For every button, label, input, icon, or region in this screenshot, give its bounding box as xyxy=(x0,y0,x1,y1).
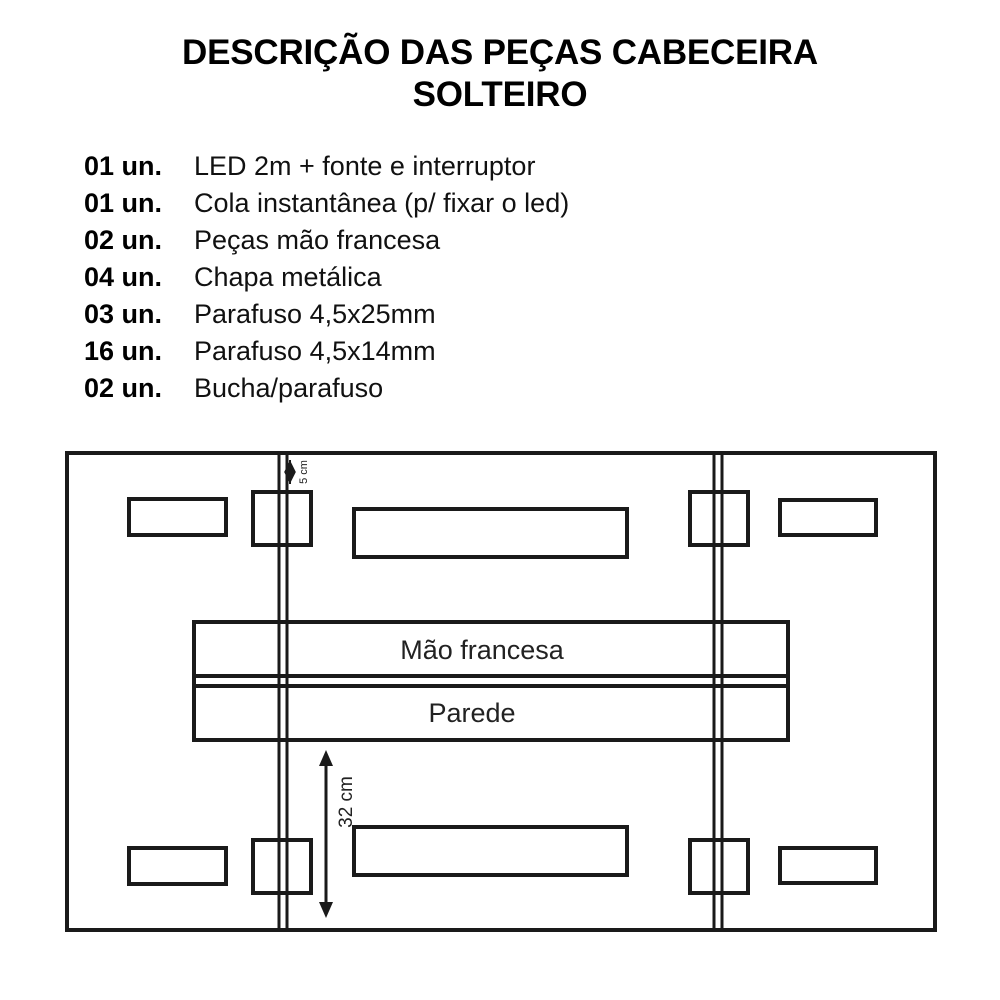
dimension-label-5cm: 5 cm xyxy=(298,460,310,484)
part-quantity: 02 un. xyxy=(84,225,163,255)
list-item: 02 un. Peças mão francesa xyxy=(84,222,904,259)
metal-plate-bottom-right xyxy=(778,846,878,885)
part-description: Parafuso 4,5x25mm xyxy=(194,299,436,329)
part-quantity: 02 un. xyxy=(84,373,163,403)
part-quantity: 01 un. xyxy=(84,188,163,218)
dimension-label-32cm: 32 cm xyxy=(336,776,357,828)
part-quantity: 16 un. xyxy=(84,336,163,366)
part-quantity: 04 un. xyxy=(84,262,163,292)
part-description: Chapa metálica xyxy=(194,262,382,292)
label-parede: Parede xyxy=(428,698,515,728)
page-title-line-1: DESCRIÇÃO DAS PEÇAS CABECEIRA xyxy=(182,33,818,72)
list-item: 04 un. Chapa metálica xyxy=(84,259,904,296)
list-item: 01 un. Cola instantânea (p/ fixar o led) xyxy=(84,185,904,222)
bracket-square-bottom-right xyxy=(688,838,750,895)
part-quantity: 01 un. xyxy=(84,151,163,181)
list-item: 03 un. Parafuso 4,5x25mm xyxy=(84,296,904,333)
headboard-panel-outline xyxy=(65,451,937,932)
dimension-5cm: 5 cm xyxy=(284,460,310,484)
bracket-square-top-right xyxy=(688,490,750,547)
page-title-line-2: SOLTEIRO xyxy=(412,75,588,114)
metal-plate-bottom-left xyxy=(127,846,228,886)
center-rail-top xyxy=(352,507,629,559)
bracket-square-top-left xyxy=(251,490,313,547)
part-description: Cola instantânea (p/ fixar o led) xyxy=(194,188,570,218)
dimension-32cm: 32 cm xyxy=(319,750,357,918)
center-rail-bottom xyxy=(352,825,629,877)
list-item: 01 un. LED 2m + fonte e interruptor xyxy=(84,148,904,185)
metal-plate-top-left xyxy=(127,497,228,537)
dimension-arrowhead-top-icon xyxy=(319,750,333,766)
page-title: DESCRIÇÃO DAS PEÇAS CABECEIRA SOLTEIRO xyxy=(100,32,900,116)
list-item: 02 un. Bucha/parafuso xyxy=(84,370,904,407)
part-description: Bucha/parafuso xyxy=(194,373,384,403)
metal-plate-top-right xyxy=(778,498,878,537)
label-mao-francesa: Mão francesa xyxy=(400,635,565,665)
part-description: Parafuso 4,5x14mm xyxy=(194,336,436,366)
part-description: LED 2m + fonte e interruptor xyxy=(194,151,536,181)
parede-band xyxy=(192,684,790,742)
list-item: 16 un. Parafuso 4,5x14mm xyxy=(84,333,904,370)
dimension-arrowhead-bottom-icon xyxy=(319,902,333,918)
part-quantity: 03 un. xyxy=(84,299,163,329)
bracket-square-bottom-left xyxy=(251,838,313,895)
parts-list: 01 un. LED 2m + fonte e interruptor 01 u… xyxy=(84,148,904,407)
part-description: Peças mão francesa xyxy=(194,225,441,255)
